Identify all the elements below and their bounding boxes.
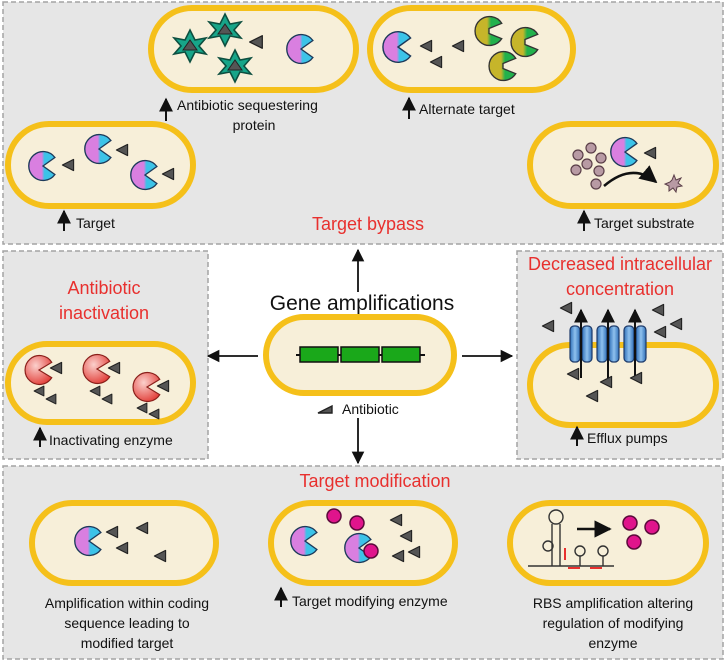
label-coding-line1: Amplification within coding — [45, 595, 209, 611]
label-target: Target — [57, 209, 115, 231]
star-icon — [171, 28, 209, 64]
label-inactivating-enzyme: Inactivating enzyme — [33, 426, 173, 448]
cell-target — [5, 121, 196, 209]
label-rbs-line3: enzyme — [588, 635, 637, 651]
cell-modifying-enzyme — [268, 500, 458, 586]
cell-gene-amplification — [263, 314, 457, 396]
gene-copy — [299, 346, 339, 363]
star-icon — [206, 12, 244, 48]
efflux-pump-icon — [623, 308, 647, 378]
label-target-substrate: Target substrate — [577, 209, 695, 231]
title-target-bypass: Target bypass — [312, 214, 424, 234]
efflux-pump-icon — [596, 308, 620, 378]
cell-alternate-target — [367, 5, 576, 93]
modification-icon — [326, 508, 342, 524]
label-alternate-target: Alternate target — [402, 96, 515, 119]
cell-sequestering — [148, 5, 359, 93]
gene-copy — [381, 346, 421, 363]
label-target-substrate-text: Target substrate — [594, 215, 695, 231]
label-efflux-pumps: Efflux pumps — [570, 425, 668, 446]
label-sequestering: Antibiotic sequestering protein — [159, 97, 318, 133]
label-modifying-enzyme-text: Target modifying enzyme — [292, 593, 448, 609]
legend-antibiotic-label: Antibiotic — [342, 401, 399, 417]
label-target-text: Target — [76, 215, 115, 231]
product-icon — [663, 173, 684, 194]
modification-icon — [363, 543, 379, 559]
legend-antibiotic: Antibiotic — [317, 401, 399, 417]
gene-copy — [340, 346, 380, 363]
substrate-icon — [570, 142, 607, 190]
title-gene-amplifications: Gene amplifications — [270, 292, 454, 315]
label-sequestering-line1: Antibiotic sequestering — [177, 97, 318, 113]
modification-icon — [622, 515, 638, 531]
label-inactivating-enzyme-text: Inactivating enzyme — [49, 432, 173, 448]
label-sequestering-line2: protein — [233, 117, 276, 133]
label-coding-line2: sequence leading to — [64, 615, 190, 631]
title-target-modification: Target modification — [299, 471, 450, 491]
title-decreased-line1: Decreased intracellular — [528, 254, 712, 274]
conversion-arrow — [603, 165, 658, 187]
title-inactivation-line1: Antibiotic — [67, 278, 140, 298]
cell-coding-sequence — [29, 500, 219, 586]
label-rbs-line1: RBS amplification altering — [533, 595, 693, 611]
star-icon — [216, 48, 254, 84]
cell-inactivation — [5, 341, 196, 425]
modification-icon — [626, 534, 642, 550]
label-efflux-pumps-text: Efflux pumps — [587, 430, 668, 446]
cell-efflux — [527, 301, 719, 428]
antibiotic-icon — [317, 404, 333, 414]
label-coding-line3: modified target — [81, 635, 174, 651]
modification-icon — [349, 515, 365, 531]
title-inactivation-line2: inactivation — [59, 303, 149, 323]
cell-rbs — [507, 500, 709, 586]
label-rbs-line2: regulation of modifying — [543, 615, 684, 631]
label-alternate-target-text: Alternate target — [419, 101, 515, 117]
efflux-pump-icon — [569, 308, 593, 378]
label-modifying-enzyme: Target modifying enzyme — [274, 586, 448, 609]
modification-icon — [644, 519, 660, 535]
rna-hairpin-icon — [528, 509, 614, 569]
cell-target-substrate — [527, 121, 719, 209]
title-decreased-line2: concentration — [566, 279, 674, 299]
